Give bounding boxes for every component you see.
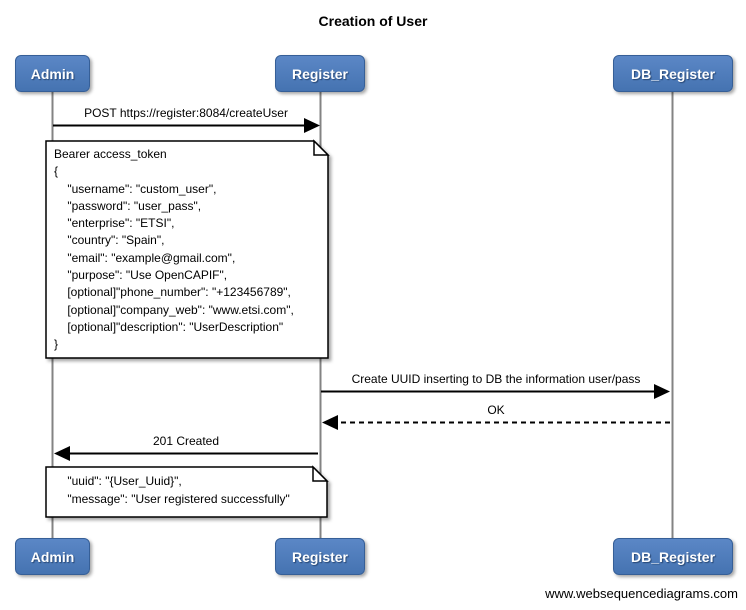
note-line: "email": "example@gmail.com", (54, 250, 236, 265)
diagram-title: Creation of User (318, 13, 428, 29)
watermark-text: www.websequencediagrams.com (545, 586, 738, 601)
note-response-fold-icon (312, 465, 329, 482)
note-request-fold-icon (313, 139, 330, 156)
note-request-body-shape (45, 140, 329, 359)
message-label-create-uuid: Create UUID inserting to DB the informat… (351, 372, 641, 386)
note-response-shape (45, 465, 329, 518)
actor-label: Admin (30, 65, 75, 82)
note-line: "purpose": "Use OpenCAPIF", (54, 268, 228, 283)
note-line: [optional]"phone_number": "+123456789", (54, 285, 291, 300)
actor-label: Admin (30, 548, 75, 565)
note-line: "uuid": "{User_Uuid}", (54, 474, 182, 488)
actor-label: DB_Register (630, 65, 716, 82)
actor-admin-top: Admin (15, 55, 90, 92)
actor-db-register-top: DB_Register (613, 55, 733, 92)
note-line: "country": "Spain", (54, 233, 165, 248)
actor-register-top: Register (275, 55, 365, 92)
note-line: } (54, 337, 59, 352)
actor-admin-bottom: Admin (15, 538, 90, 575)
arrowhead-right-icon (304, 118, 320, 133)
note-line: "message": "User registered successfully… (54, 491, 290, 506)
note-request-text: Bearer access_token { "username": "custo… (54, 146, 294, 354)
message-label-ok: OK (487, 403, 505, 417)
message-label-post-createuser: POST https://register:8084/createUser (84, 106, 288, 120)
note-response-body-shape (45, 466, 328, 518)
actor-db-register-bottom: DB_Register (613, 538, 733, 575)
note-line: "username": "custom_user", (54, 181, 217, 196)
arrowhead-left-icon (322, 415, 338, 430)
actor-label: Register (291, 65, 349, 82)
note-line: [optional]"description": "UserDescriptio… (54, 319, 284, 334)
note-line: "enterprise": "ETSI", (54, 216, 175, 231)
message-label-201-created: 201 Created (152, 434, 220, 448)
actor-label: Register (291, 548, 349, 565)
note-line: { (54, 164, 59, 179)
actor-label: DB_Register (630, 548, 716, 565)
note-line: "password": "user_pass", (54, 198, 202, 213)
arrowhead-left-icon (54, 446, 70, 461)
note-line: Bearer access_token (54, 147, 167, 161)
note-line: [optional]"company_web": "www.etsi.com", (54, 302, 294, 317)
actor-register-bottom: Register (275, 538, 365, 575)
note-response-text: "uuid": "{User_Uuid}", "message": "User … (54, 473, 290, 508)
note-request-shape (45, 139, 330, 359)
arrowhead-right-icon (654, 384, 670, 399)
